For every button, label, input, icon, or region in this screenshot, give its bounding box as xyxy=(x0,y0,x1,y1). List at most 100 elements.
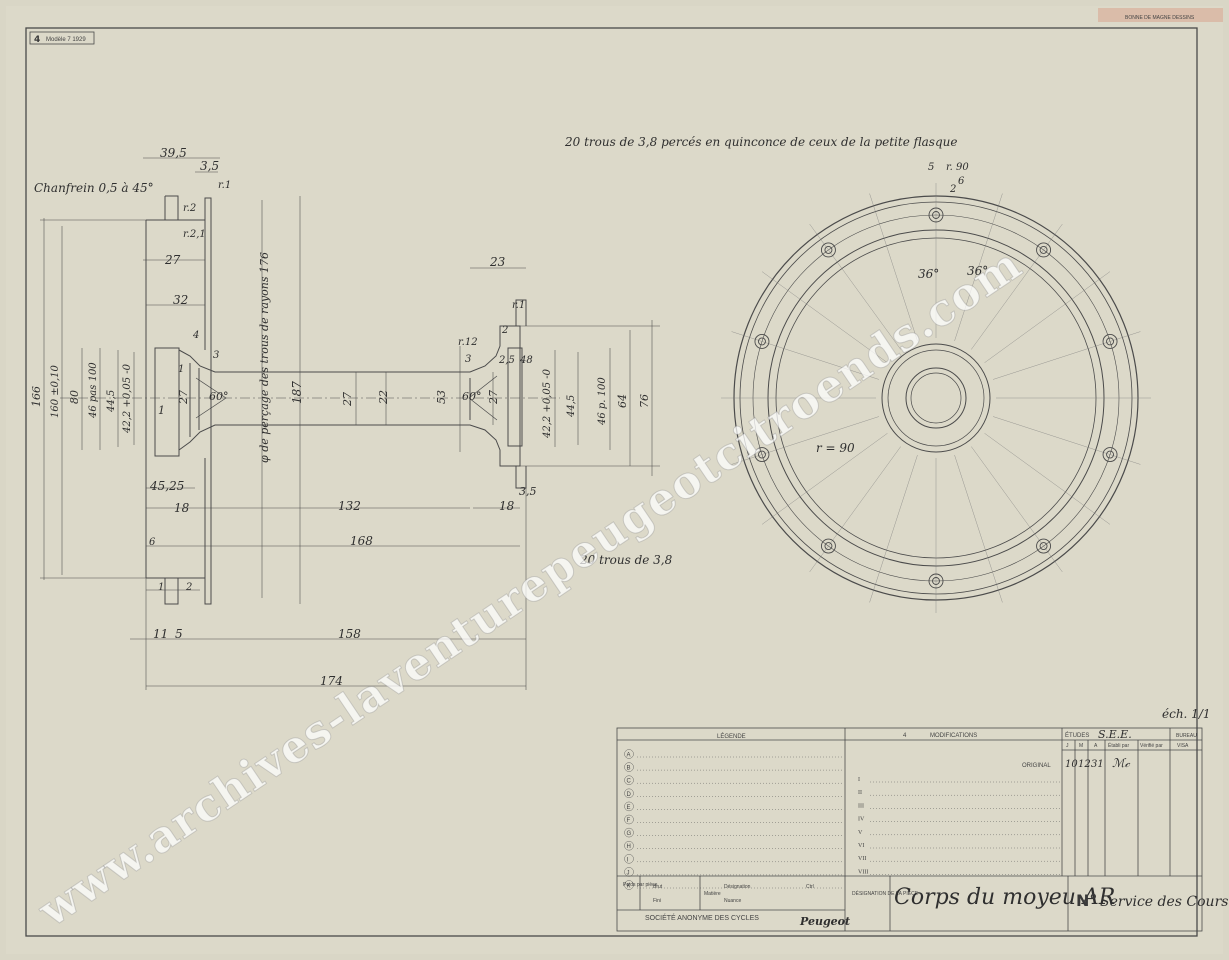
dim-32: 32 xyxy=(173,293,188,307)
company-name: SOCIÉTÉ ANONYME DES CYCLES xyxy=(645,913,759,922)
modification-index: VI xyxy=(858,843,864,849)
dim-11: 11 xyxy=(153,627,168,641)
radial-line xyxy=(809,223,901,350)
legend-letter: F xyxy=(627,818,631,824)
sheet-ref-code: Modèle 7 1929 xyxy=(46,37,86,43)
modification-index: VII xyxy=(858,856,866,862)
dim-3-5-bottom: 3,5 xyxy=(519,485,537,498)
dim-22: 22 xyxy=(377,390,390,405)
spoke-hole-inner xyxy=(824,245,833,254)
fini-label: Fini xyxy=(653,898,661,904)
spoke-hole xyxy=(820,242,836,258)
paper xyxy=(6,6,1223,954)
angle-60-right: 60° xyxy=(462,390,482,403)
dim-1-bottom: 1 xyxy=(158,582,164,593)
title-block-text: LÉGENDE 4 MODIFICATIONS ORIGINAL ÉTUDES … xyxy=(623,728,1229,928)
radius-2-1: r.2,1 xyxy=(183,229,206,240)
radius-1-right: r.1 xyxy=(512,300,525,311)
legend-marker xyxy=(624,867,634,877)
radial-line xyxy=(971,446,1063,573)
modification-index: V xyxy=(858,830,863,836)
col-j: J xyxy=(1066,743,1069,749)
dim-4: 4 xyxy=(192,330,199,341)
legend-marker xyxy=(624,827,634,838)
dim-46-right: 46 p. 100 xyxy=(597,377,608,426)
hub-bore-circle xyxy=(905,367,967,429)
dim-2-5: 2,5 xyxy=(498,355,515,366)
radial-line xyxy=(954,193,1003,341)
dim-3: 3 xyxy=(213,350,219,361)
legend-letter: I xyxy=(627,857,629,863)
mods-number: 4 xyxy=(903,733,907,739)
dim-187: 187 xyxy=(290,381,304,404)
right-flange-lugs xyxy=(515,299,527,489)
note-drilling-diameter: φ de perçage des trous de rayons 176 xyxy=(258,252,271,463)
col-verifie: Vérifié par xyxy=(1140,743,1163,749)
dim-166: 166 xyxy=(30,386,43,407)
spoke-hole-inner xyxy=(1039,245,1048,254)
dim-42-right: 42,2 +0,05 -0 xyxy=(542,368,553,439)
legend-marker xyxy=(624,762,634,772)
spoke-hole xyxy=(1036,242,1052,258)
poids-label: Poids par pièce xyxy=(623,882,658,888)
legend-marker xyxy=(624,880,634,890)
spoke-holes xyxy=(754,207,1118,589)
left-flange-rim xyxy=(204,197,212,605)
front-view-labels: 5 r. 90 6 2 36° 36° r = 90 20 trous de 3… xyxy=(564,135,988,455)
dim-27-mid: 27 xyxy=(341,392,354,407)
radial-line xyxy=(984,271,1111,363)
left-flange-spoke-lug-bottom xyxy=(164,578,179,605)
radial-line xyxy=(869,193,918,341)
top-right-tag: BONNE DE MAGNE DESSINS xyxy=(1125,15,1195,21)
radial-line xyxy=(761,271,888,363)
dim-3-5-top: 3,5 xyxy=(200,159,219,173)
part-name: Corps du moyeu AR xyxy=(894,885,1115,910)
service-name: Service des Courses xyxy=(1100,894,1229,910)
dim-174: 174 xyxy=(320,674,343,688)
legend-marker xyxy=(624,788,634,798)
dim-46-left: 46 pas 100 xyxy=(88,362,99,419)
holes-note: 20 trous de 3,8 xyxy=(579,553,673,567)
dim-80: 80 xyxy=(68,390,81,404)
dim-44-5-left: 44,5 xyxy=(106,390,117,413)
dim-48: 48 xyxy=(519,355,533,366)
designation-mat-label: Désignation xyxy=(724,884,751,890)
chamfer-note: Chanfrein 0,5 à 45° xyxy=(34,181,154,195)
col-visa: VISA xyxy=(1177,743,1189,749)
date-year: 31 xyxy=(1091,759,1104,770)
legend-marker xyxy=(624,749,634,759)
spoke-hole-inner xyxy=(1106,450,1114,459)
legend-marker xyxy=(624,814,634,825)
radial-line xyxy=(731,331,879,380)
left-flange-spoke-lug-top xyxy=(164,195,179,220)
dim-27-right: 27 xyxy=(487,390,500,405)
dim-18-right: 18 xyxy=(499,499,515,513)
etudes-label: ÉTUDES xyxy=(1065,732,1089,739)
original-label: ORIGINAL xyxy=(1022,763,1051,769)
legend-marker xyxy=(624,854,634,864)
sheet-id-box xyxy=(29,31,95,45)
spoke-hole xyxy=(754,333,770,349)
date-month: 12 xyxy=(1078,759,1091,770)
front-view xyxy=(721,183,1151,613)
col-m: M xyxy=(1079,743,1083,749)
angle-36-right: 36° xyxy=(967,264,988,278)
col-a: A xyxy=(1094,743,1098,749)
radius-90: r = 90 xyxy=(816,441,855,455)
radius-1-top: r.1 xyxy=(218,180,231,191)
col-etabli: Établi par xyxy=(1108,742,1129,749)
section-dimension-labels: 39,5 3,5 r.1 r.2 r.2,1 27 32 4 3 1 27 1 … xyxy=(30,146,673,688)
hub-shoulder-circle xyxy=(887,349,985,447)
dim-3-right: 3 xyxy=(465,354,471,365)
legend-letter: A xyxy=(627,753,631,759)
spoke-hole xyxy=(928,207,944,223)
legend-letter: H xyxy=(627,844,631,850)
dim-160: 160 ±0,10 xyxy=(50,364,61,418)
dim-27-left: 27 xyxy=(177,390,190,405)
spoke-hole xyxy=(928,573,944,589)
radius-2: r.2 xyxy=(183,203,196,214)
